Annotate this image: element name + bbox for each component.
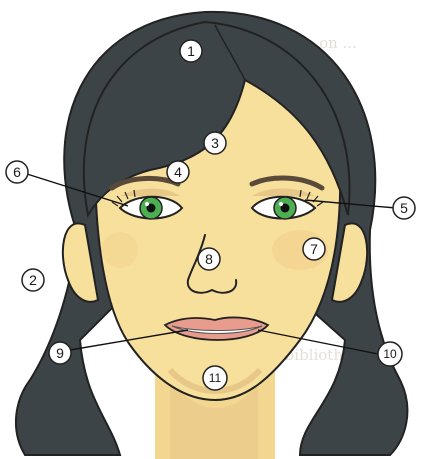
svg-text:1: 1: [187, 43, 195, 59]
svg-text:6: 6: [13, 164, 21, 180]
cheek-shadow-left: [102, 232, 138, 268]
svg-text:8: 8: [205, 251, 213, 267]
marker-5: 5: [393, 197, 415, 219]
marker-9: 9: [49, 342, 71, 364]
svg-text:5: 5: [400, 200, 408, 216]
marker-2: 2: [22, 269, 44, 291]
marker-4: 4: [167, 161, 189, 183]
svg-text:7: 7: [310, 241, 318, 257]
marker-1: 1: [180, 40, 202, 62]
marker-11: 11: [203, 366, 227, 390]
svg-text:11: 11: [209, 371, 222, 385]
svg-text:4: 4: [174, 164, 182, 180]
marker-8: 8: [198, 248, 220, 270]
svg-text:9: 9: [56, 345, 64, 361]
marker-3: 3: [204, 132, 226, 154]
marker-6: 6: [6, 161, 28, 183]
svg-text:10: 10: [383, 347, 397, 361]
marker-10: 10: [378, 342, 402, 366]
svg-text:2: 2: [29, 272, 37, 288]
marker-7: 7: [303, 238, 325, 260]
svg-text:3: 3: [211, 135, 219, 151]
